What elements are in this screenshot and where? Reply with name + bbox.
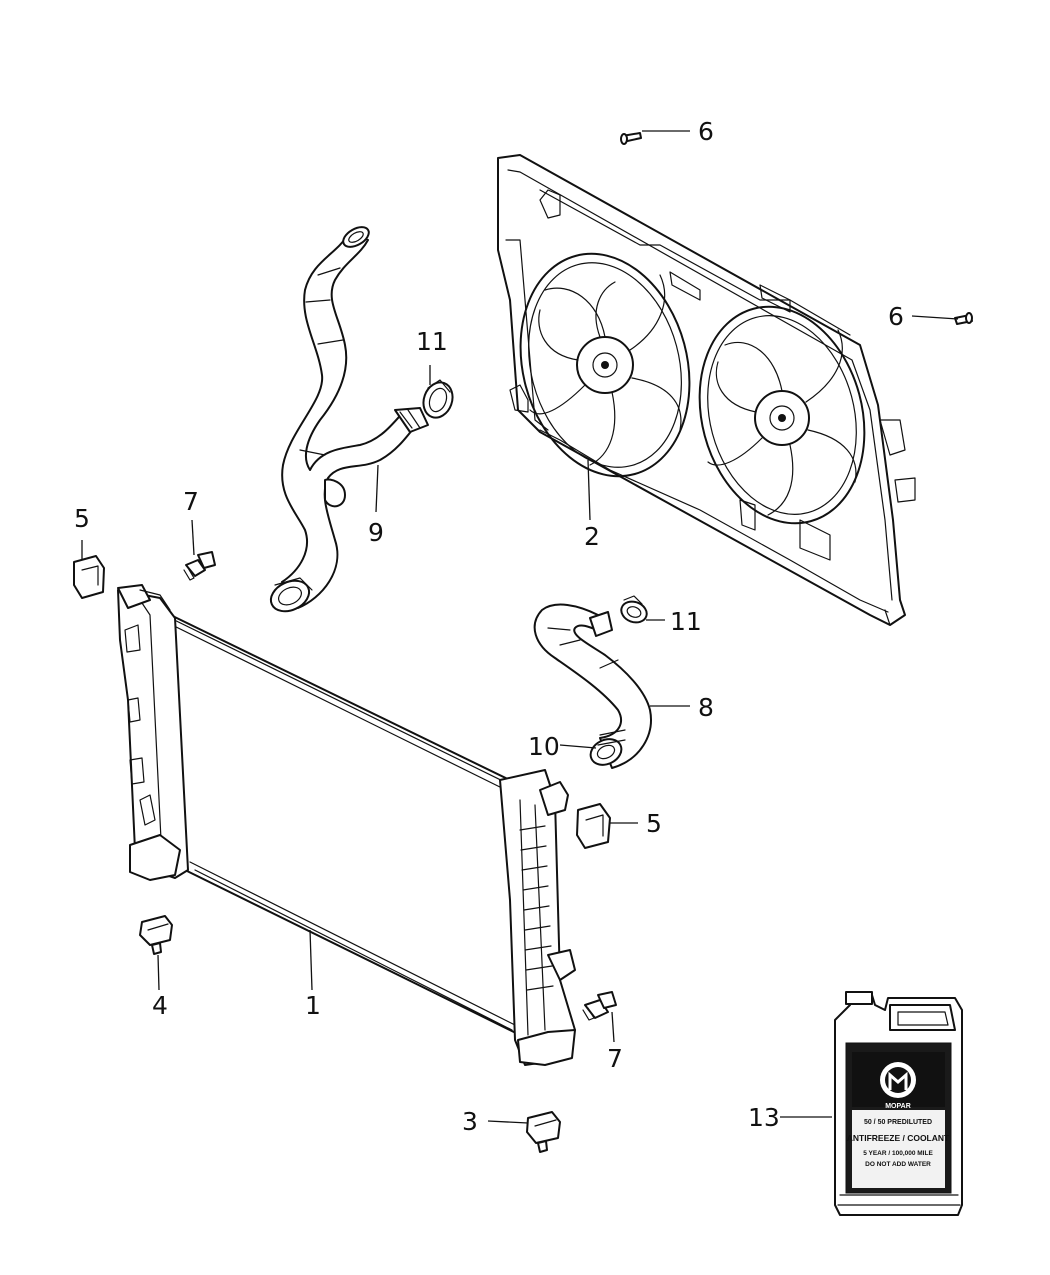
jug-line3: 5 YEAR / 100,000 MILE <box>863 1150 933 1157</box>
callout-8: 8 <box>698 693 714 722</box>
jug-line2: ANTIFREEZE / COOLANT <box>847 1133 950 1143</box>
bolt-6-top <box>620 132 642 145</box>
lower-radiator-hose <box>533 603 652 769</box>
fan-shroud-assembly <box>497 154 916 626</box>
callout-7-lower: 7 <box>607 1044 623 1073</box>
callout-5-left: 5 <box>74 504 90 533</box>
hose-clamp-lower <box>620 595 648 624</box>
callout-4: 4 <box>152 991 168 1020</box>
callout-6-top: 6 <box>698 117 714 146</box>
jug-line1: 50 / 50 PREDILUTED <box>864 1119 932 1126</box>
callout-13: 13 <box>748 1103 780 1132</box>
bolt-6-right <box>954 312 973 325</box>
jug-brand: MOPAR <box>885 1103 911 1110</box>
radiator <box>117 584 576 1066</box>
hose-clamp-upper <box>422 379 454 419</box>
left-fan <box>519 252 691 478</box>
leader-lines <box>81 130 959 1124</box>
valve-7-upper <box>183 551 216 581</box>
callout-11-lower: 11 <box>670 607 702 636</box>
isolator-3 <box>526 1111 561 1153</box>
right-fan <box>698 305 866 525</box>
isolator-4 <box>139 915 173 955</box>
bracket-5-left <box>73 555 105 599</box>
jug-line4: DO NOT ADD WATER <box>865 1161 931 1168</box>
callout-6-right: 6 <box>888 302 904 331</box>
callout-9: 9 <box>368 518 384 547</box>
valve-7-lower <box>582 991 617 1021</box>
upper-radiator-hose <box>269 226 429 613</box>
callout-1: 1 <box>305 991 321 1020</box>
coolant-jug <box>834 991 963 1216</box>
bracket-5-right <box>576 803 611 849</box>
callout-2: 2 <box>584 522 600 551</box>
callout-7-upper: 7 <box>183 487 199 516</box>
callout-11-upper: 11 <box>416 327 448 356</box>
callout-10: 10 <box>528 732 560 761</box>
callout-5-right: 5 <box>646 809 662 838</box>
callout-3: 3 <box>462 1107 478 1136</box>
